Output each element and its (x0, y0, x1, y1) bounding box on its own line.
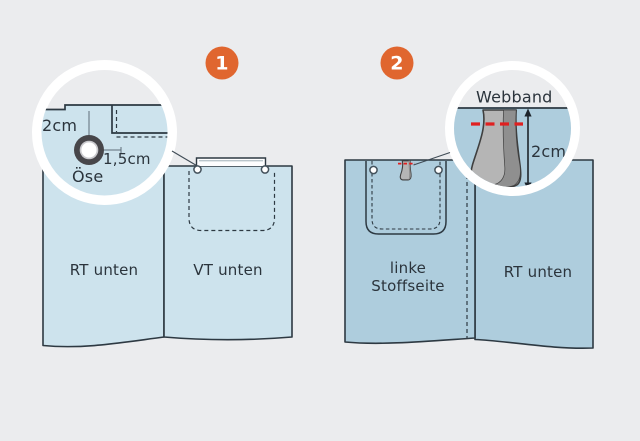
facing-band (195, 157, 267, 166)
magnifier-1: 2cm 1,5cm Öse (32, 60, 197, 205)
measure-2cm-label: 2cm (531, 142, 566, 161)
magnified-top-edge (41, 104, 168, 111)
step1-badge: 1 (205, 46, 239, 80)
webbing-strap-large-fold (492, 109, 521, 187)
webband-label: Webband (476, 88, 553, 107)
pocket-outline-dashed (371, 161, 441, 230)
measure-15cm-label: 1,5cm (103, 150, 151, 168)
webbing-strap-small (399, 160, 412, 181)
oese-eyelet-hole (81, 142, 97, 158)
step2-rt-label: RT unten (504, 263, 573, 281)
step2-left-label-line2: Stoffseite (371, 277, 444, 295)
badge-number: 1 (215, 53, 228, 75)
magnified-hem-edge (111, 105, 168, 134)
step2-left-label-line1: linke (390, 259, 426, 277)
eyelet-right (434, 165, 443, 175)
pocket-stitch-outline (188, 171, 276, 232)
badge-circle (380, 46, 414, 80)
eyelet-right (260, 165, 270, 174)
magnifier-2-pointer-line (413, 151, 451, 166)
step2-badge: 2 (380, 46, 414, 80)
oese-label: Öse (72, 167, 103, 186)
step1-piece-vt (163, 165, 293, 341)
step2-piece-left (344, 159, 476, 345)
step1-vt-label: VT unten (193, 261, 262, 279)
magnifier-1-content: 2cm 1,5cm Öse (41, 104, 168, 196)
step2-pieces (344, 159, 594, 349)
measure-2cm-label: 2cm (42, 116, 77, 135)
eyelet-left (369, 165, 378, 175)
magnifier-1-pointer-line (171, 150, 197, 166)
badge-number: 2 (390, 53, 403, 75)
step1-rt-label: RT unten (70, 261, 139, 279)
step2-piece-rt (474, 159, 594, 349)
webbing-strap-small-fold (408, 160, 411, 180)
eyelet-left (193, 165, 202, 174)
magnified-fabric (41, 105, 168, 196)
magnifier-2: 2cm Webband (413, 61, 580, 196)
arrow-head-up (524, 108, 532, 117)
pocket-outline-solid (365, 161, 447, 235)
badge-circle (205, 46, 239, 80)
